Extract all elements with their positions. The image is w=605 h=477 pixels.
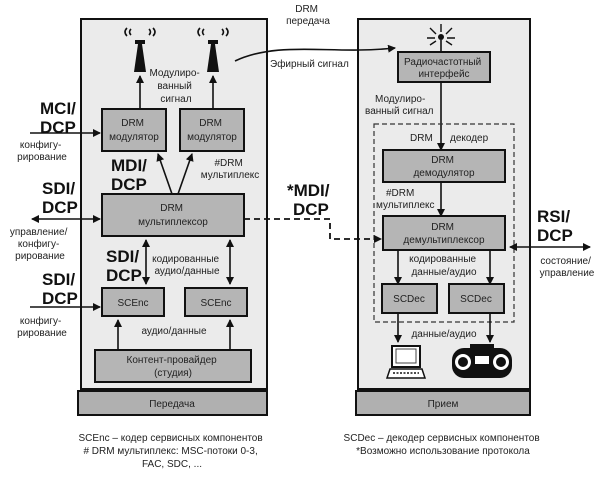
sdi-dcp-label-1: SDI/ DCP	[42, 179, 80, 217]
rsi-dcp-label: RSI/ DCP	[537, 207, 575, 245]
computer-icon	[385, 345, 427, 379]
coded-audio-data-label: кодированные аудио/данные	[152, 254, 222, 277]
drm-multiplexer-label: DRM мультиплексор	[138, 203, 208, 228]
drm-multiplexer	[101, 193, 245, 237]
drm-decoder-group	[373, 123, 515, 323]
receiver-antenna-icon	[427, 24, 455, 52]
drm-modulator-2	[179, 108, 245, 152]
scdec-1	[381, 283, 438, 314]
status-control-label: состояние/ управление	[540, 256, 595, 279]
legend-right: SCDec – декодер сервисных компонентов *В…	[344, 433, 543, 457]
content-provider-label: Контент-провайдер (студия)	[127, 355, 220, 379]
scenc-2-label: SCEnc	[200, 298, 231, 309]
transmitter-footer	[77, 390, 268, 416]
legend-left: SCEnc – кодер сервисных компонентов # DR…	[79, 433, 266, 470]
rx-modulated-signal-label: Модулиро- ванный сигнал	[365, 94, 434, 117]
drm-transmission-label: DRM передача	[286, 4, 330, 27]
drm-demultiplexer-label: DRM демультиплексор	[403, 222, 485, 246]
audio-data-label: аудио/данные	[141, 326, 207, 337]
rx-drm-multiplex-note: #DRM мультиплекс	[376, 188, 435, 211]
mdi-dcp-star-label: *MDI/ DCP	[287, 181, 334, 219]
receiver-footer	[355, 390, 531, 416]
drm-demultiplexer	[382, 215, 506, 251]
mdi-dcp-label: MDI/ DCP	[111, 156, 152, 194]
mdi-dashed-connection	[244, 218, 382, 243]
drm-modulator-1-label: DRM модулятор	[109, 118, 159, 143]
drm-demodulator	[382, 149, 506, 183]
drm-demodulator-label: DRM демодулятор	[413, 155, 475, 179]
modulated-signal-label: Модулиро- ванный сигнал	[149, 68, 202, 105]
drm-modulator-1	[101, 108, 167, 152]
scenc-1-label: SCEnc	[117, 298, 148, 309]
control-config-label: управление/ конфигу- рирование	[10, 227, 70, 262]
scenc-1	[101, 287, 165, 317]
receiver-footer-label: Прием	[428, 399, 459, 410]
rf-interface-label: Радиочастотный интерфейс	[404, 57, 484, 80]
arrow	[156, 153, 173, 195]
scenc-2	[184, 287, 248, 317]
content-provider	[94, 349, 252, 383]
scdec-2-label: SCDec	[460, 294, 492, 305]
scdec-2	[448, 283, 505, 314]
antenna-tower-icon	[197, 27, 229, 72]
drm-modulator-2-label: DRM модулятор	[187, 118, 237, 143]
mci-dcp-label: MCI/ DCP	[40, 99, 81, 137]
drm-multiplex-note: #DRM мультиплекс	[201, 158, 260, 181]
config-label-2: конфигу- рирование	[17, 315, 67, 339]
transmitter-footer-label: Передача	[149, 399, 195, 410]
air-signal-label: Эфирный сигнал	[270, 58, 349, 70]
scdec-1-label: SCDec	[393, 294, 425, 305]
coded-data-audio-label: кодированные данные/аудио	[409, 254, 479, 278]
arrow	[177, 153, 194, 195]
sdi-dcp-label-2: SDI/ DCP	[42, 270, 80, 308]
drm-decoder-label: DRM декодер	[410, 133, 489, 144]
config-label-1: конфигу- рирование	[17, 139, 67, 163]
air-signal-curve	[234, 44, 396, 62]
rf-interface	[397, 51, 491, 83]
antenna-tower-icon	[124, 27, 156, 72]
radio-boombox-icon	[452, 344, 512, 378]
sdi-dcp-inner-label: SDI/ DCP	[106, 247, 144, 285]
data-audio-label: данные/аудио	[411, 329, 477, 340]
